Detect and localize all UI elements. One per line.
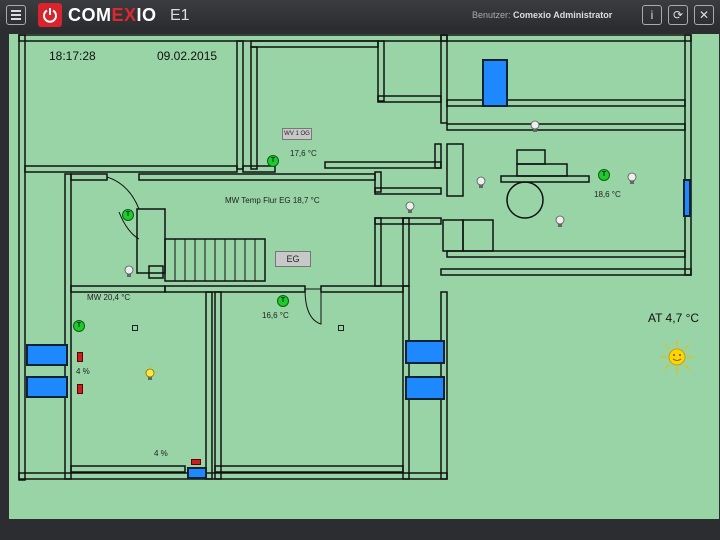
temp-sensor-left[interactable]: T [73, 320, 85, 332]
window-blind-top-right[interactable] [482, 59, 508, 107]
light-bulb-icon[interactable] [124, 265, 134, 279]
floor-plan: 18:17:28 09.02.2015 17,6 °C MW Temp Flur… [9, 34, 719, 519]
light-bulb-icon[interactable] [530, 120, 540, 134]
temp-label-right-room: 18,6 °C [594, 190, 621, 199]
clock-date: 09.02.2015 [157, 49, 218, 63]
temp-sensor-top[interactable]: T [267, 155, 279, 167]
close-button[interactable]: ✕ [694, 5, 714, 25]
floor-plan-walls [18, 34, 692, 481]
radiator-indicator-2[interactable] [77, 384, 83, 394]
light-bulb-icon[interactable] [476, 176, 486, 190]
clock-time: 18:17:28 [49, 49, 96, 63]
refresh-button[interactable]: ⟳ [668, 5, 688, 25]
radiator-indicator-3[interactable] [191, 459, 201, 465]
percent-label-left: 4 % [76, 367, 90, 376]
title-bar: COMEXIO E1 Benutzer: Comexio Administrat… [0, 0, 720, 30]
switch-icon[interactable] [338, 325, 344, 331]
light-bulb-icon[interactable] [627, 172, 637, 186]
temp-label-top-room: 17,6 °C [290, 149, 317, 158]
info-button[interactable]: i [642, 5, 662, 25]
temp-sensor-right[interactable]: T [598, 169, 610, 181]
outside-temp: AT 4,7 °C [648, 311, 700, 325]
light-bulb-on-icon[interactable] [142, 366, 158, 384]
window-blind-center-1[interactable] [405, 340, 445, 364]
wv-og-button[interactable]: WV 1 OG [282, 128, 312, 140]
window-blind-bottom[interactable] [187, 467, 207, 479]
light-bulb-icon[interactable] [555, 215, 565, 229]
temp-sensor-flur[interactable]: T [122, 209, 134, 221]
status-bar [0, 519, 720, 540]
temp-label-center: 16,6 °C [262, 311, 289, 320]
power-logo-icon [38, 3, 62, 27]
user-info: Benutzer: Comexio Administrator [472, 10, 613, 20]
light-bulb-icon[interactable] [405, 201, 415, 215]
window-blind-left-1[interactable] [26, 344, 68, 366]
brand-subtitle: E1 [170, 7, 190, 24]
flur-temp-label: MW Temp Flur EG 18,7 °C [225, 196, 320, 205]
radiator-indicator-1[interactable] [77, 352, 83, 362]
mw-label-left: MW 20,4 °C [87, 293, 131, 302]
window-blind-left-2[interactable] [26, 376, 68, 398]
window-blind-right-edge[interactable] [683, 179, 691, 217]
temp-sensor-center[interactable]: T [277, 295, 289, 307]
switch-icon[interactable] [132, 325, 138, 331]
percent-label-bottom: 4 % [154, 449, 168, 458]
eg-floor-button[interactable]: EG [275, 251, 311, 267]
sun-weather-icon [660, 340, 694, 374]
menu-icon[interactable] [6, 5, 26, 25]
brand-name: COMEXIO [68, 5, 157, 25]
window-blind-center-2[interactable] [405, 376, 445, 400]
